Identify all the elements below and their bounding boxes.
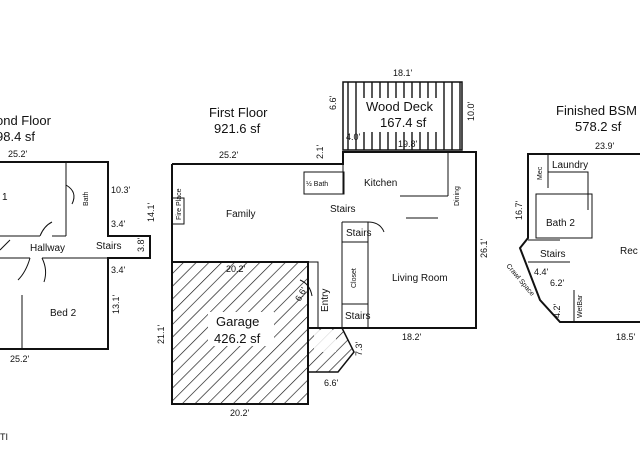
kitchen-label: Kitchen [364,178,397,189]
first-floor-plan: First Floor 921.6 sf 25.2' 2.1' Garage 4… [146,105,489,418]
deck-right-dim: 10.0' [466,101,476,121]
first-mid-dim: 20.2' [226,264,246,274]
garage-bottom-dim: 20.2' [230,408,250,418]
first-floor-title: First Floor [209,105,268,120]
basement-area: 578.2 sf [575,119,622,134]
first-floor-outline [172,151,477,329]
entry-door-swing [299,279,313,297]
kitchen-counters [400,152,449,219]
dining-label: Dining [454,186,461,206]
deck-top-dim: 18.1' [393,68,413,78]
half-bath-room [303,171,345,195]
garage-area-label: 426.2 sf [214,331,261,346]
bath-label: Bath [83,191,90,206]
living-room-label: Living Room [392,273,448,284]
first-floor-area: 921.6 sf [214,121,261,136]
second-floor-title: ond Floor [0,113,52,128]
closet-label: Closet [351,268,358,288]
basement-dim-a: 4.4' [534,267,549,277]
basement-plan: Finished BSM 578.2 sf 23.9' Mec Laundry … [504,103,640,342]
first-stairs-label: Stairs [330,204,356,215]
entry-side-dim: 6.6' [324,378,339,388]
second-floor-area: 98.4 sf [0,129,35,144]
second-step-top-dim: 3.4' [111,219,126,229]
wetbar-wall [573,172,589,322]
basement-stair-walls [528,239,570,263]
first-bottom-right-dim: 18.2' [402,332,422,342]
mec-label: Mec [537,166,544,180]
hallway-label: Hallway [30,243,65,254]
deck-area: 167.4 sf [380,115,427,130]
deck-title: Wood Deck [366,99,433,114]
fireplace-label: Fire Place [176,188,183,220]
deck-bottom-dim: 19.8' [398,139,418,149]
bath2-room [535,193,593,239]
family-label: Family [226,209,255,220]
second-floor-plan: ond Floor 98.4 sf 25.2' 1 Bath Hallway S… [0,113,151,364]
bath-door-swing [65,184,75,205]
fireplace [171,197,185,225]
basement-stairs-label: Stairs [540,249,566,260]
entry-label: Entry [320,289,331,312]
second-lower-height-dim: 13.1' [111,294,121,314]
bed1-door-swing [0,239,11,251]
basement-dim-c: 4.2' [552,303,562,318]
inner-stairs-label: Stairs [346,228,372,239]
deck-label-backdrop [362,98,440,132]
deck-left-dim: 6.6' [328,95,338,110]
second-bottom-dim: 25.2' [10,354,30,364]
laundry-label: Laundry [552,160,588,171]
entry-stoop-label-bg [314,330,336,352]
first-right-height-dim: 26.1' [479,238,489,258]
basement-dim-b: 6.2' [550,278,565,288]
entry-walls [300,261,319,328]
bed1-label: 1 [2,192,8,203]
corner-watermark: TI [0,432,8,442]
basement-left-height-dim: 16.7' [514,200,524,220]
basement-outline [518,153,640,323]
basement-top-dim: 23.9' [595,141,615,151]
half-bath-label: ½ Bath [306,180,328,188]
second-floor-top-dim: 25.2' [8,149,28,159]
rec-label: Rec [620,246,638,257]
hallway-door-swing [39,221,53,237]
wetbar-label: WetBar [577,294,584,318]
entry-height-dim: 7.3' [354,341,364,356]
second-stairs-label: Stairs [96,241,122,252]
crawl-space-label: Crawl Space [504,263,535,298]
first-left-height-dim: 14.1' [146,202,156,222]
second-notch-dim: 3.8' [136,237,146,252]
bath2-label: Bath 2 [546,218,575,229]
first-top-dim: 25.2' [219,150,239,160]
garage-label: Garage [216,314,259,329]
second-step-bottom-dim: 3.4' [111,265,126,275]
garage-label-backdrop [208,312,274,346]
second-floor-outline [0,161,151,350]
deck-step-dim: 4.0' [346,132,361,142]
bed2-door-swing [17,257,47,283]
hallway-walls [0,235,108,259]
inner-door-swing [367,221,385,233]
second-bath-height-dim: 10.3' [111,185,131,195]
bed2-label: Bed 2 [50,308,77,319]
lower-stairs-label: Stairs [345,311,371,322]
basement-title: Finished BSM [556,103,637,118]
basement-bottom-dim: 18.5' [616,332,636,342]
wood-deck-plan: 18.1' Wood Deck 167.4 sf 6.6' 10.0' 4.0'… [328,68,476,151]
first-deck-offset-dim: 2.1' [315,144,325,159]
garage-height-dim: 21.1' [156,324,166,344]
